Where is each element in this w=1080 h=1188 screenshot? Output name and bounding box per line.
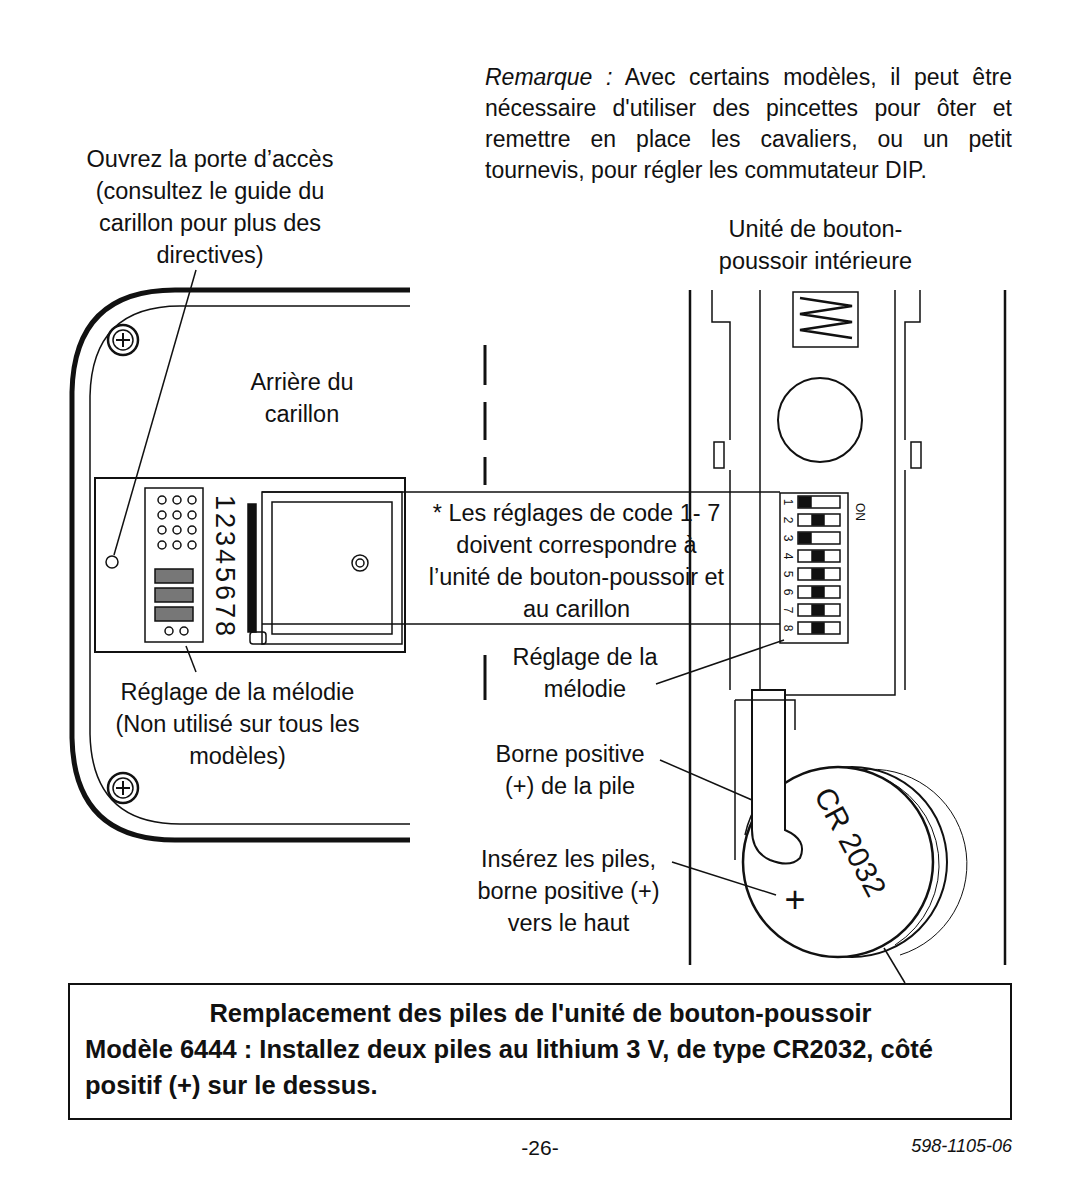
note-heading: Remarque : — [485, 64, 612, 90]
battery-holder — [735, 700, 795, 860]
screw — [108, 773, 138, 803]
compartment-inner — [272, 502, 392, 634]
polarity-mark: + — [784, 882, 805, 918]
screw — [108, 325, 138, 355]
box-title: Remplacement des piles de l'unité de bou… — [85, 995, 996, 1031]
switch-number: 2 — [782, 517, 794, 524]
switch-number: 1 — [782, 499, 794, 506]
compartment-screw — [352, 555, 368, 571]
page-number: -26- — [521, 1137, 558, 1158]
pushbutton-clip — [714, 442, 724, 468]
document-number: 598-1105-06 — [911, 1137, 1012, 1155]
jumper-bar — [248, 504, 256, 632]
chime-inner-edge — [90, 306, 410, 824]
compartment-screw — [356, 559, 364, 567]
leader-line — [656, 640, 784, 684]
switch-number: 8 — [782, 625, 794, 632]
code-bracket — [262, 492, 780, 624]
box-text: Modèle 6444 : Installez deux piles au li… — [85, 1031, 996, 1103]
leader-line — [672, 862, 776, 895]
switch-on-mark: ON — [854, 503, 866, 521]
leader-line — [884, 948, 905, 983]
connector-tab — [250, 632, 266, 644]
part-label: Arrière du carillon — [232, 366, 372, 430]
pushbutton-housing — [690, 290, 1005, 965]
leader-line — [114, 270, 196, 555]
pushbutton-frame — [712, 290, 920, 695]
jumper-block — [145, 488, 203, 642]
compartment — [262, 492, 402, 644]
callout-label: Ouvrez la porte d’accès (consultez le gu… — [60, 143, 360, 271]
access-door-hole — [106, 556, 118, 568]
spring — [793, 292, 858, 347]
jumper-numbers: 12345678 — [211, 495, 238, 639]
info-box: Remplacement des piles de l'unité de bou… — [68, 983, 1012, 1120]
part-label: Unité de bouton- poussoir intérieure — [688, 213, 943, 277]
leader-line — [186, 646, 196, 672]
chime-housing — [72, 290, 410, 840]
leader-line — [660, 760, 752, 800]
note-paragraph: Remarque : Avec certains modèles, il peu… — [485, 62, 1012, 186]
dip-switch — [780, 493, 848, 643]
access-panel — [95, 478, 405, 652]
button-disc — [778, 378, 862, 462]
pushbutton-clip — [911, 442, 921, 468]
callout-label: Réglage de la mélodie — [510, 641, 660, 705]
switch-number: 5 — [782, 571, 794, 578]
callout-label: Réglage de la mélodie (Non utilisé sur t… — [95, 676, 380, 772]
switch-number: 7 — [782, 607, 794, 614]
callout-label: Borne positive (+) de la pile — [480, 738, 660, 802]
callout-label: Insérez les piles, borne positive (+) ve… — [461, 843, 676, 939]
switch-number: 4 — [782, 553, 794, 560]
switch-number: 6 — [782, 589, 794, 596]
code-note: * Les réglages de code 1- 7 doivent corr… — [424, 497, 729, 625]
switch-number: 3 — [782, 535, 794, 542]
